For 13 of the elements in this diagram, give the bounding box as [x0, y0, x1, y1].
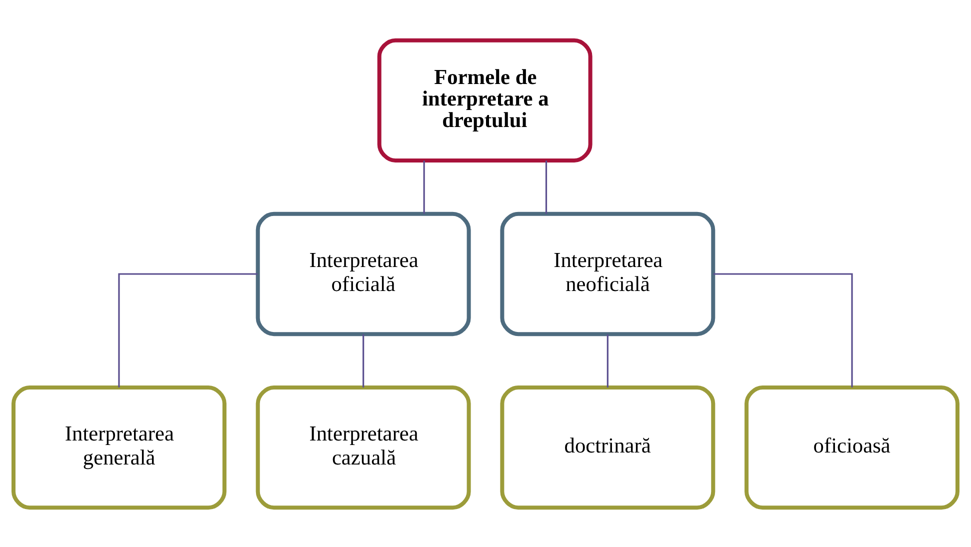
connector [545, 160, 548, 214]
connector [423, 160, 425, 214]
connector [118, 272, 258, 387]
connector [606, 334, 608, 387]
node-box: doctrinară [500, 384, 716, 510]
connector [362, 334, 364, 387]
connector [713, 272, 853, 387]
node-box: Interpretarea oficială [256, 211, 471, 336]
node-box: oficioasă [744, 384, 960, 510]
node-box: Interpretarea neoficială [500, 211, 716, 336]
node-box: Interpretarea generală [12, 384, 226, 510]
node-box: Interpretarea cazuală [256, 384, 471, 510]
node-box: Formele de interpretare a dreptului [377, 38, 592, 162]
